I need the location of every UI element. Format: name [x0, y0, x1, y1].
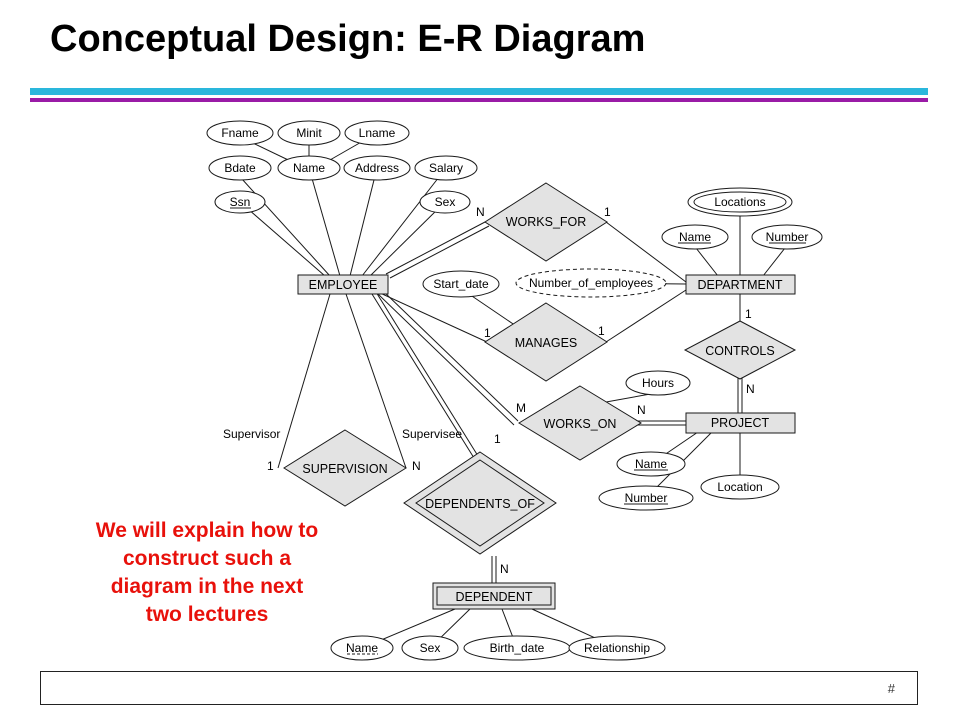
birth-date-label: Birth_date [490, 641, 545, 655]
dept-name-label: Name [679, 230, 711, 244]
lname-label: Lname [359, 126, 396, 140]
card-works-for-employee: N [476, 205, 485, 219]
start-date-ellipse [422, 270, 500, 298]
title-rule-cyan [30, 88, 928, 95]
supervision-label: SUPERVISION [302, 462, 387, 476]
card-works-for-department: 1 [604, 205, 611, 219]
minit-label: Minit [296, 126, 322, 140]
ssn-ellipse [214, 190, 266, 214]
title-rule-purple [30, 98, 928, 102]
hours-label: Hours [642, 376, 674, 390]
dependents-of-inner-diamond [415, 459, 545, 547]
supervision-diamond [283, 429, 407, 507]
fname-ellipse [206, 120, 274, 146]
dep-sex-label: Sex [420, 641, 441, 655]
bdate-label: Bdate [224, 161, 256, 175]
card-works-on-project: N [637, 403, 646, 417]
address-ellipse [343, 155, 411, 181]
dept-number-label: Number [766, 230, 809, 244]
sex-ellipse [419, 190, 471, 214]
footer-bar: # [40, 671, 918, 705]
card-controls-department: 1 [745, 307, 752, 321]
employee-label: EMPLOYEE [309, 278, 378, 292]
works-for-label: WORKS_FOR [506, 215, 587, 229]
card-works-on-employee: M [516, 401, 526, 415]
manages-diamond [484, 302, 608, 382]
location-label: Location [717, 480, 762, 494]
proj-number-ellipse [598, 485, 694, 511]
hours-ellipse [625, 370, 691, 396]
emp-name-label: Name [293, 161, 325, 175]
controls-diamond [683, 320, 797, 380]
card-dependents-of-dependent: N [500, 562, 509, 576]
salary-ellipse [414, 155, 478, 181]
lname-ellipse [344, 120, 410, 146]
emp-name-ellipse [277, 155, 341, 181]
card-controls-project: N [746, 382, 755, 396]
project-label: PROJECT [711, 416, 770, 430]
card-supervision-supervisee: N [412, 459, 421, 473]
locations-label: Locations [714, 195, 765, 209]
card-manages-employee: 1 [484, 326, 491, 340]
number-of-employees-ellipse [515, 268, 667, 298]
proj-name-label: Name [635, 457, 667, 471]
page-number: # [887, 681, 895, 696]
location-ellipse [700, 474, 780, 500]
bdate-ellipse [208, 155, 272, 181]
proj-number-label: Number [625, 491, 668, 505]
sex-label: Sex [435, 195, 456, 209]
ssn-label: Ssn [230, 195, 251, 209]
dep-sex-ellipse [401, 635, 459, 661]
dependent-inner-rect [436, 586, 552, 606]
role-supervisee: Supervisee [402, 427, 462, 441]
card-dependents-of-employee: 1 [494, 432, 501, 446]
controls-label: CONTROLS [705, 344, 774, 358]
dependent-label: DEPENDENT [455, 590, 532, 604]
relationship-ellipse [568, 635, 666, 661]
dependents-of-label: DEPENDENTS_OF [425, 497, 535, 511]
manages-label: MANAGES [515, 336, 578, 350]
slide-title: Conceptual Design: E-R Diagram [50, 18, 646, 60]
start-date-label: Start_date [433, 277, 489, 291]
card-supervision-supervisor: 1 [267, 459, 274, 473]
department-rect [685, 274, 796, 295]
works-on-label: WORKS_ON [544, 417, 617, 431]
role-supervisor: Supervisor [223, 427, 280, 441]
works-for-diamond [484, 182, 608, 262]
employee-rect [297, 274, 389, 295]
locations-inner-ellipse [693, 191, 787, 213]
relationship-label: Relationship [584, 641, 650, 655]
callout-text: We will explain how to construct such a … [95, 519, 319, 626]
number-of-employees-label: Number_of_employees [529, 276, 653, 290]
card-manages-department: 1 [598, 324, 605, 338]
works-on-diamond [518, 385, 642, 461]
fname-label: Fname [221, 126, 259, 140]
address-label: Address [355, 161, 399, 175]
dep-name-label: Name [346, 641, 378, 655]
minit-ellipse [277, 120, 341, 146]
project-rect [685, 412, 796, 434]
salary-label: Salary [429, 161, 463, 175]
department-label: DEPARTMENT [698, 278, 783, 292]
